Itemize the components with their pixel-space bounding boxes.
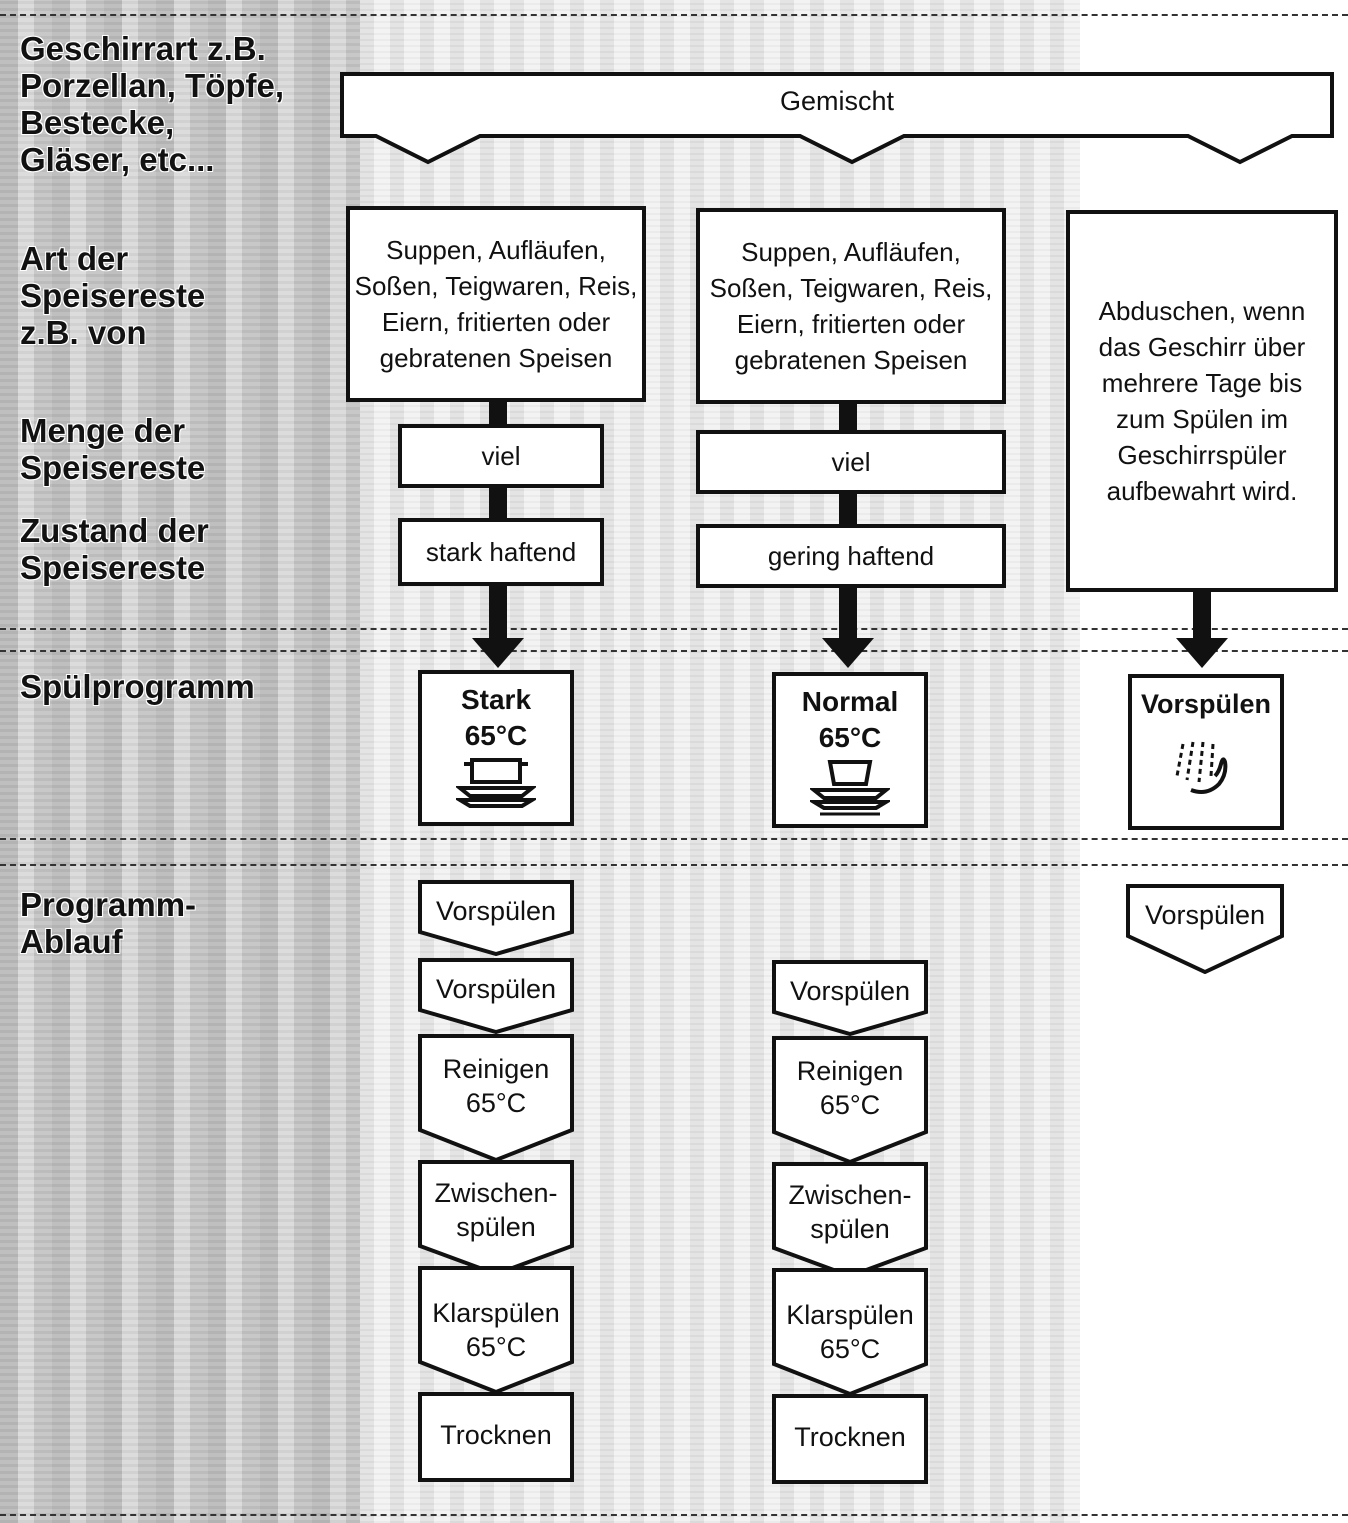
separator-top bbox=[0, 14, 1348, 16]
label-wash-program: Spülprogramm bbox=[20, 668, 255, 705]
arrow-head-3 bbox=[1176, 638, 1228, 668]
residue-box-2: Suppen, Aufläufen, Soßen, Teigwaren, Rei… bbox=[696, 208, 1006, 404]
program-name-vorspuelen: Vorspülen bbox=[1140, 689, 1272, 719]
sequence-step-2-4: Klarspülen 65°C bbox=[772, 1268, 928, 1396]
program-box-normal: Normal 65°C bbox=[772, 672, 928, 828]
program-name-stark: Stark bbox=[460, 684, 532, 715]
separator-after-residue bbox=[0, 628, 1348, 630]
arrow-head-1 bbox=[472, 638, 524, 668]
dish-type-banner: Gemischt bbox=[340, 70, 1334, 166]
sequence-step-2-5-label: Trocknen bbox=[794, 1422, 906, 1452]
sequence-step-2-3: Zwischen- spülen bbox=[772, 1162, 928, 1278]
separator-before-program bbox=[0, 650, 1348, 652]
sequence-step-1-2-label: Vorspülen bbox=[435, 974, 557, 1004]
sequence-step-1-4-label: Zwischen- spülen bbox=[434, 1178, 558, 1242]
program-temp-stark: 65°C bbox=[464, 720, 528, 751]
sequence-step-2-4-label: Klarspülen 65°C bbox=[786, 1300, 914, 1364]
sequence-step-2-2-label: Reinigen 65°C bbox=[796, 1056, 904, 1120]
sequence-step-2-1-label: Vorspülen bbox=[789, 976, 911, 1006]
connector-1a bbox=[489, 400, 507, 426]
amount-box-1: viel bbox=[398, 424, 604, 488]
label-residue-type: Art der Speisereste z.B. von bbox=[20, 240, 206, 351]
program-name-normal: Normal bbox=[801, 686, 899, 717]
program-temp-normal: 65°C bbox=[818, 722, 882, 753]
residue-box-3: Abduschen, wenn das Geschirr über mehrer… bbox=[1066, 210, 1338, 592]
water-spray-hand-icon bbox=[1175, 741, 1228, 794]
label-dish-type: Geschirrart z.B. Porzellan, Töpfe, Beste… bbox=[20, 30, 285, 178]
sequence-step-1-3-label: Reinigen 65°C bbox=[442, 1054, 550, 1118]
sequence-step-1-3: Reinigen 65°C bbox=[418, 1034, 574, 1162]
banner-text: Gemischt bbox=[779, 86, 895, 116]
state-box-2: gering haftend bbox=[696, 524, 1006, 588]
background-texture-left bbox=[0, 0, 360, 1523]
arrow-shaft-2 bbox=[839, 586, 857, 640]
banner-shape bbox=[340, 72, 1334, 165]
amount-box-2: viel bbox=[696, 430, 1006, 494]
label-residue-state: Zustand der Speisereste bbox=[20, 512, 209, 586]
program-box-vorspuelen: Vorspülen bbox=[1128, 674, 1284, 830]
sequence-step-1-1: Vorspülen bbox=[418, 880, 574, 956]
connector-2b bbox=[839, 492, 857, 526]
sequence-step-1-6-label: Trocknen bbox=[440, 1420, 552, 1450]
sequence-step-1-6: Trocknen bbox=[418, 1392, 574, 1482]
separator-before-sequence bbox=[0, 864, 1348, 866]
sequence-step-1-1-label: Vorspülen bbox=[435, 896, 557, 926]
sequence-step-2-5: Trocknen bbox=[772, 1394, 928, 1484]
bowl-on-plates-icon bbox=[810, 760, 890, 816]
separator-after-program bbox=[0, 838, 1348, 840]
label-program-sequence: Programm- Ablauf bbox=[20, 886, 197, 960]
sequence-step-3-1-label: Vorspülen bbox=[1144, 900, 1266, 930]
program-box-stark: Stark 65°C bbox=[418, 670, 574, 826]
sequence-step-3-1: Vorspülen bbox=[1126, 884, 1284, 974]
residue-box-1: Suppen, Aufläufen, Soßen, Teigwaren, Rei… bbox=[346, 206, 646, 402]
arrow-shaft-3 bbox=[1193, 590, 1211, 640]
arrow-head-2 bbox=[822, 638, 874, 668]
connector-1b bbox=[489, 486, 507, 520]
connector-2a bbox=[839, 402, 857, 432]
arrow-shaft-1 bbox=[489, 584, 507, 640]
separator-bottom bbox=[0, 1514, 1348, 1516]
state-box-1: stark haftend bbox=[398, 518, 604, 586]
label-residue-amount: Menge der Speisereste bbox=[20, 412, 206, 486]
sequence-step-2-3-label: Zwischen- spülen bbox=[788, 1180, 912, 1244]
sequence-step-1-2: Vorspülen bbox=[418, 958, 574, 1034]
sequence-step-1-4: Zwischen- spülen bbox=[418, 1160, 574, 1276]
sequence-step-1-5: Klarspülen 65°C bbox=[418, 1266, 574, 1394]
sequence-step-2-1: Vorspülen bbox=[772, 960, 928, 1036]
sequence-step-1-5-label: Klarspülen 65°C bbox=[432, 1298, 560, 1362]
pot-on-plates-icon bbox=[456, 758, 536, 808]
sequence-step-2-2: Reinigen 65°C bbox=[772, 1036, 928, 1164]
